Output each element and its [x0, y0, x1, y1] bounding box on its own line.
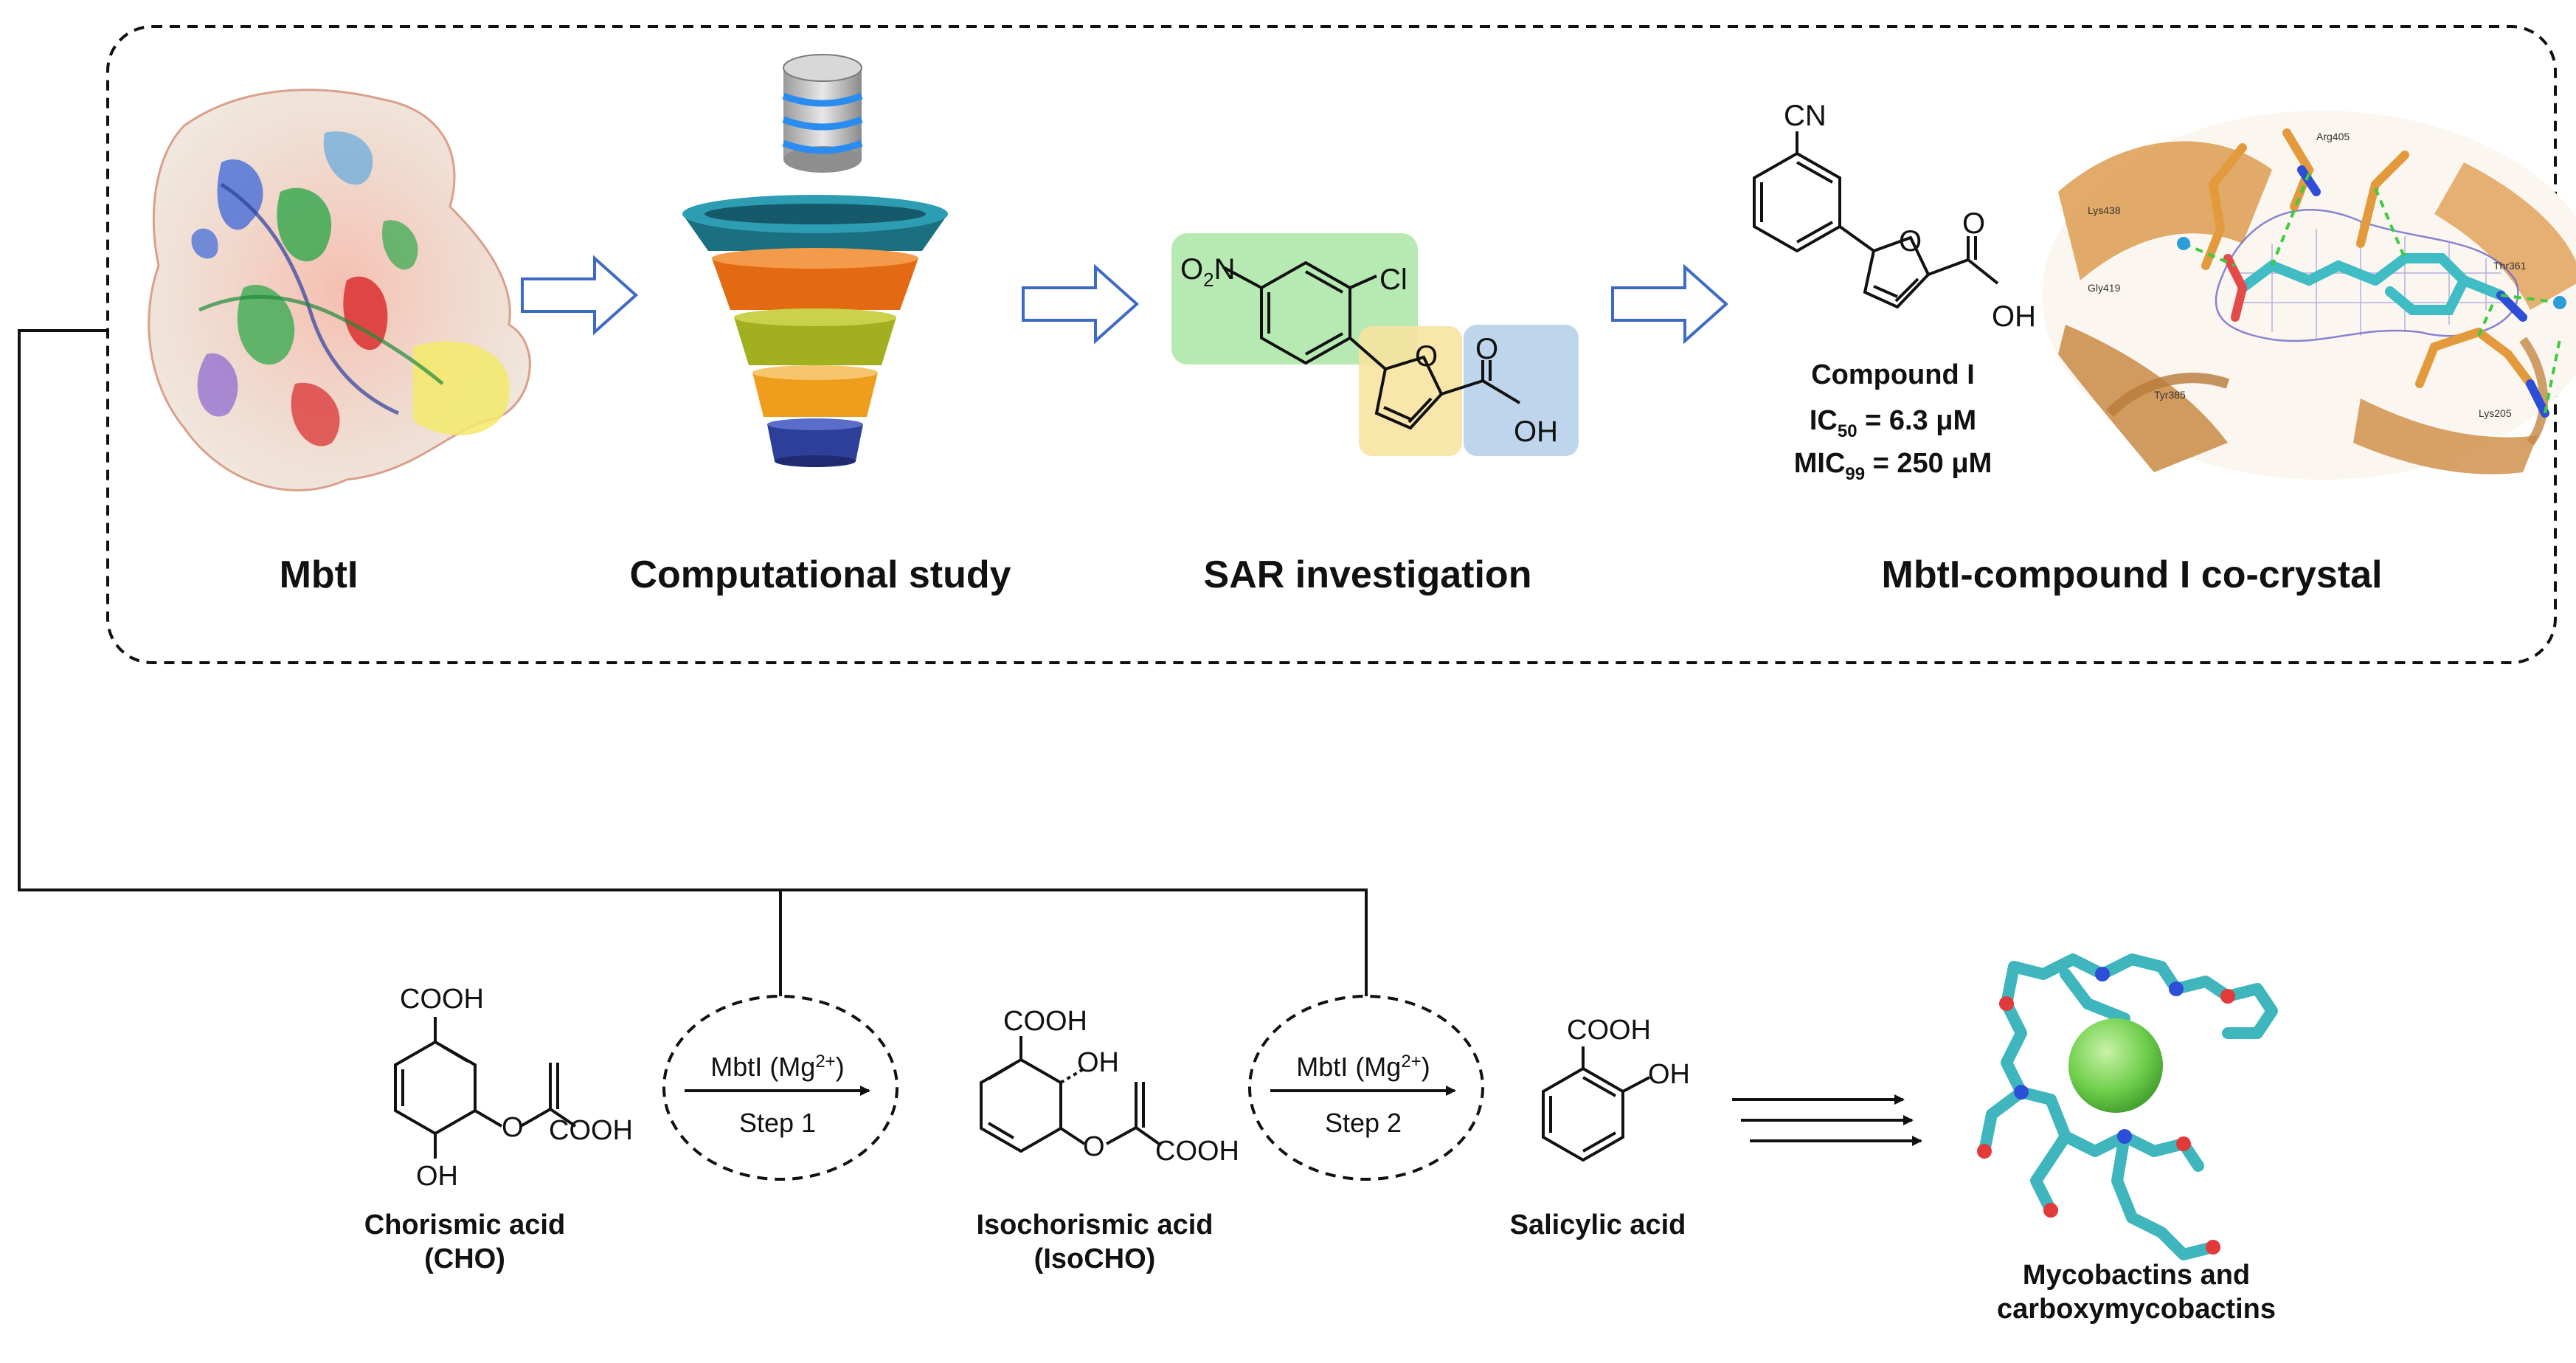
residue-label-1: Arg405 — [2316, 131, 2350, 142]
compound-i-oh: OH — [1992, 300, 2036, 333]
chorismic-oh: OH — [416, 1161, 458, 1192]
compound-i-carbonyl-o: O — [1962, 207, 1985, 240]
chorismic-cooh-top: COOH — [400, 984, 484, 1015]
mycobactin-structure-image — [1977, 953, 2278, 1260]
cocrystal-image: Arg405 Lys438 Gly419 Tyr385 Thr361 Lys20… — [2042, 111, 2576, 480]
chorismic-abbrev: (CHO) — [424, 1243, 505, 1274]
sar-carbonyl-o-label: O — [1475, 333, 1498, 365]
isochorismic-name: Isochorismic acid — [976, 1210, 1213, 1240]
compound-i-mic99: MIC99 = 250 μM — [1794, 448, 1992, 484]
label-cocrystal: MbtI-compound I co-crystal — [1882, 553, 2383, 596]
flow-arrow-3 — [1611, 263, 1729, 345]
residue-label-5: Thr361 — [2493, 260, 2527, 272]
chorismic-acid-structure — [394, 1017, 577, 1159]
compound-i-structure — [1753, 131, 1999, 309]
sar-oh-label: OH — [1514, 415, 1558, 448]
label-mbti: MbtI — [280, 553, 359, 596]
connector-lines — [18, 329, 1368, 999]
funnel-icon — [682, 195, 948, 467]
isochorismic-ether-o: O — [1083, 1131, 1105, 1162]
label-computational-study: Computational study — [629, 553, 1011, 596]
chorismic-cooh-side: COOH — [549, 1115, 633, 1146]
step1-node: MbtI (Mg2+) Step 1 — [662, 995, 899, 1181]
label-sar-investigation: SAR investigation — [1204, 553, 1532, 596]
isochorismic-oh: OH — [1077, 1047, 1119, 1078]
salicylic-cooh: COOH — [1567, 1015, 1651, 1046]
mycobactins-name: Mycobactins and — [2023, 1260, 2250, 1291]
multistep-arrows — [1732, 1094, 1922, 1146]
compound-i-cn-label: CN — [1784, 100, 1827, 132]
residue-label-2: Lys438 — [2088, 204, 2121, 216]
isochorismic-acid-structure — [980, 1036, 1163, 1153]
sar-chloro-label: Cl — [1379, 263, 1408, 296]
isochorismic-cooh-side: COOH — [1155, 1136, 1239, 1167]
compound-i-name: Compound I — [1811, 359, 1975, 390]
salicylic-oh: OH — [1648, 1059, 1690, 1090]
flow-arrow-2 — [1022, 263, 1140, 345]
residue-label-4: Tyr385 — [2154, 389, 2186, 401]
step2-enzyme: MbtI (Mg2+) — [1296, 1052, 1430, 1082]
step1-enzyme: MbtI (Mg2+) — [710, 1052, 844, 1082]
isochorismic-abbrev: (IsoCHO) — [1034, 1243, 1156, 1274]
chorismic-name: Chorismic acid — [364, 1210, 565, 1240]
salicylic-acid-structure — [1542, 1046, 1650, 1162]
mbti-protein-image — [148, 89, 531, 491]
compound-i-furan-o: O — [1899, 225, 1922, 258]
flow-arrow-1 — [521, 255, 639, 336]
residue-label-6: Lys205 — [2479, 407, 2512, 419]
database-icon — [782, 54, 863, 173]
sar-highlight-furan — [1359, 326, 1462, 456]
sar-molecule-labels: O2N Cl O O OH — [1180, 253, 1558, 448]
step2-label: Step 2 — [1325, 1108, 1402, 1138]
salicylic-name: Salicylic acid — [1510, 1210, 1686, 1240]
isochorismic-cooh-top: COOH — [1003, 1006, 1087, 1037]
carboxymycobactins-name: carboxymycobactins — [1997, 1294, 2276, 1325]
compound-i-ic50: IC50 = 6.3 μM — [1810, 405, 1976, 441]
sar-furan-o-label: O — [1415, 340, 1438, 373]
sar-highlight-acid — [1464, 325, 1579, 456]
step1-label: Step 1 — [739, 1108, 816, 1138]
sar-nitro-group: O2N — [1180, 253, 1235, 291]
residue-label-3: Gly419 — [2088, 282, 2121, 294]
compound-i-labels: CN O O OH — [1784, 100, 2036, 333]
chorismic-ether-o: O — [502, 1112, 524, 1143]
compound-i-info: Compound I IC50 = 6.3 μM MIC99 = 250 μM — [1794, 359, 1992, 484]
sar-molecule — [1222, 260, 1521, 430]
sar-highlight-aryl — [1171, 233, 1418, 365]
step2-node: MbtI (Mg2+) Step 2 — [1248, 995, 1484, 1181]
